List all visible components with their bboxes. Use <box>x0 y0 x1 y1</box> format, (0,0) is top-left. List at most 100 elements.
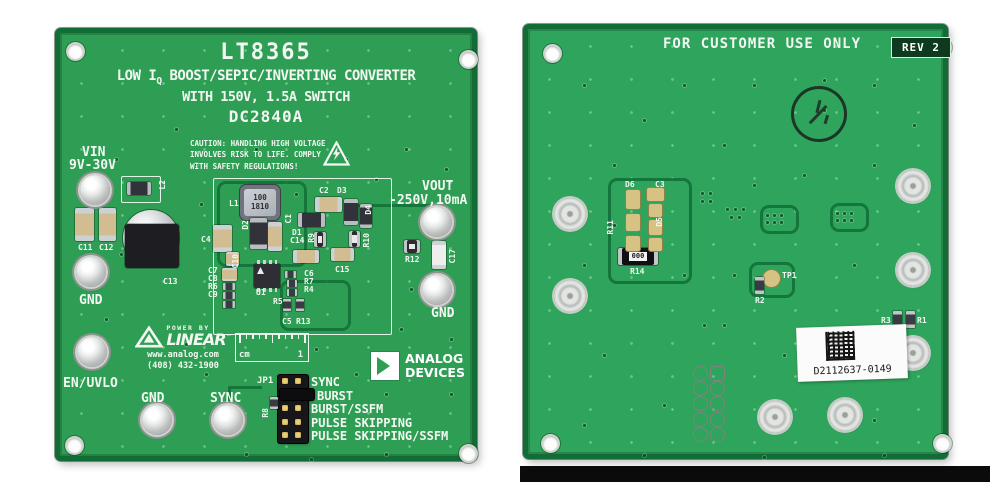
component-r12 <box>404 240 420 253</box>
via-dot <box>583 84 586 87</box>
analog-devices-logo: ANALOG DEVICES <box>371 352 465 380</box>
via-dot <box>709 200 712 203</box>
component-c12 <box>99 208 116 241</box>
component-pad-d5b <box>649 220 662 235</box>
ruler-tick <box>258 334 260 339</box>
analog-url: www.analog.com <box>147 350 219 360</box>
ruler-tick <box>265 334 267 339</box>
component-c15 <box>331 248 354 261</box>
linear-brand-label: LINEAR™ <box>166 330 231 349</box>
via-dot <box>734 208 737 211</box>
silk-label-d1: D1 <box>292 228 302 237</box>
silk-label-d3: D3 <box>337 186 347 195</box>
mounting-hole <box>461 446 476 461</box>
via-dot <box>753 184 756 187</box>
jumper-pin <box>295 378 301 384</box>
turret-gnd-right <box>422 275 452 305</box>
via-dot <box>410 288 413 291</box>
copper-trace <box>228 388 231 414</box>
ruler-tick <box>304 334 306 343</box>
via-dot <box>766 214 769 217</box>
via-dot <box>185 343 188 346</box>
mounting-hole <box>935 436 950 451</box>
board-description-line2: WITH 150V, 1.5A SWITCH <box>182 88 350 105</box>
turret-vout <box>422 207 452 237</box>
jumper-option-label: SYNC <box>311 375 340 389</box>
via-dot <box>873 84 876 87</box>
adi-triangle-icon <box>371 352 399 380</box>
via-dot <box>450 393 453 396</box>
silkscreen-outline <box>213 178 392 335</box>
component-pad-r11b <box>626 236 640 251</box>
adi-word-1: ANALOG <box>405 351 464 367</box>
ruler-tick <box>297 334 299 339</box>
silk-label-r9: R9 <box>307 233 316 243</box>
silk-label-vin: VIN <box>82 145 106 160</box>
via-dot <box>913 124 916 127</box>
silk-label-l1: L1 <box>229 199 239 208</box>
component-r8 <box>270 397 278 409</box>
silk-label-d2: D2 <box>241 220 250 230</box>
jp1-back-pad <box>694 367 707 380</box>
component-c2 <box>315 197 342 212</box>
via-dot <box>355 373 358 376</box>
via-dot <box>613 164 616 167</box>
via-dot <box>850 212 853 215</box>
component-d3 <box>344 199 358 225</box>
high-voltage-warning-icon <box>322 140 351 170</box>
via-dot <box>205 373 208 376</box>
turret-gnd-bottom <box>142 405 172 435</box>
pcb-front-side: LT8365 LOW IQ BOOST/SEPIC/INVERTING CONV… <box>55 28 477 461</box>
component-l2 <box>127 182 151 195</box>
component-c17 <box>432 241 446 269</box>
jumper-option-label: BURST <box>317 388 354 403</box>
via-dot <box>738 216 741 219</box>
via-dot <box>742 208 745 211</box>
via-dot <box>753 84 756 87</box>
silk-label-c5: C5 <box>282 317 292 326</box>
silk-label-r1: R1 <box>917 316 927 325</box>
component-r13 <box>296 299 304 311</box>
component-pad-c3 <box>647 188 664 201</box>
via-dot <box>315 348 318 351</box>
jp1-back-pad <box>711 413 724 426</box>
silk-label-c11: C11 <box>78 243 93 252</box>
via-dot <box>175 128 178 131</box>
via-dot <box>701 192 704 195</box>
silk-label-c7: C7 <box>208 266 218 275</box>
silk-label-sync: SYNC <box>210 391 242 406</box>
jumper-option-label: PULSE SKIPPING/SSFM <box>311 429 449 443</box>
data-matrix-barcode-icon <box>825 330 856 361</box>
table-edge-shadow <box>520 466 990 482</box>
copper-trace <box>760 205 799 234</box>
serial-number-sticker: D2112637-0149 <box>796 324 908 382</box>
via-dot <box>783 354 786 357</box>
via-dot <box>200 203 203 206</box>
silk-label-r14: R14 <box>630 267 645 276</box>
silk-label--250v-10ma: -250V,10mA <box>389 193 468 208</box>
ruler-tick <box>291 334 293 339</box>
silk-label-gnd: GND <box>141 391 165 406</box>
jp1-back-pad <box>711 397 724 410</box>
jp1-back-pad <box>694 428 707 441</box>
via-dot <box>803 174 806 177</box>
silk-label-c10: C10 <box>231 254 240 269</box>
jp1-back-pad <box>711 382 724 395</box>
silk-label-c12: C12 <box>99 243 114 252</box>
part-number-title: LT8365 <box>220 40 312 65</box>
silk-label-c2: C2 <box>319 186 329 195</box>
via-dot <box>120 253 123 256</box>
turret-back <box>897 254 929 286</box>
ruler-unit-label: cm <box>239 350 250 360</box>
via-dot <box>195 163 198 166</box>
silk-label-r4: R4 <box>304 285 314 294</box>
via-dot <box>836 219 839 222</box>
via-dot <box>445 168 448 171</box>
revision-badge: REV 2 <box>891 37 951 58</box>
via-dot <box>853 264 856 267</box>
silk-label-tp1: TP1 <box>782 271 797 280</box>
cm-ruler: cm 1 <box>235 333 309 362</box>
